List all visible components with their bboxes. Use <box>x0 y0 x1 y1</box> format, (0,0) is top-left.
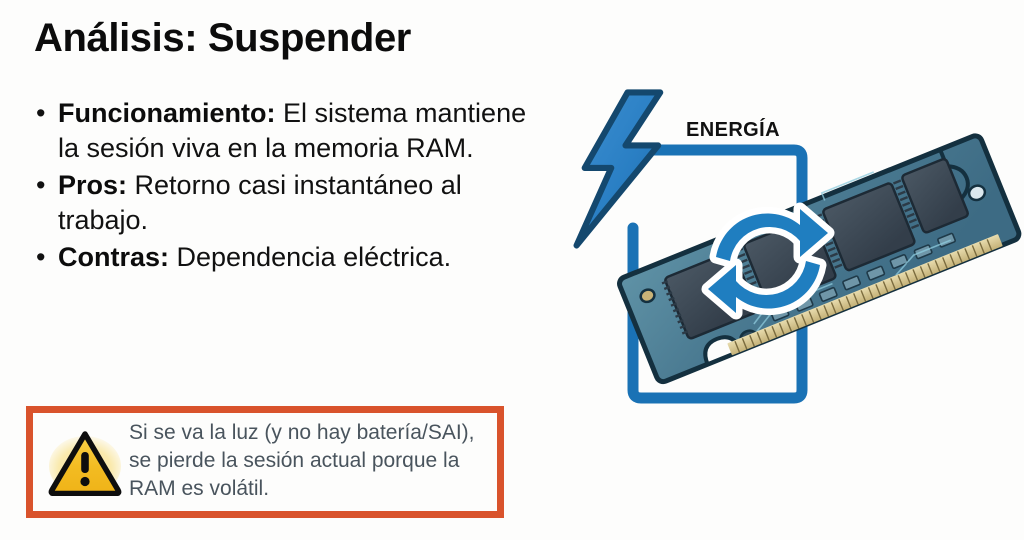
warning-triangle-icon <box>45 425 125 499</box>
power-loop-path <box>612 144 808 404</box>
list-item: • Funcionamiento: El sistema mantiene la… <box>30 96 550 166</box>
warning-text: Si se va la luz (y no hay batería/SAI), … <box>129 421 475 500</box>
bullet-label: Pros: <box>58 170 128 200</box>
ram-memory-module-icon <box>617 133 1022 385</box>
list-item: • Contras: Dependencia eléctrica. <box>30 240 550 275</box>
analysis-bullet-list: • Funcionamiento: El sistema mantiene la… <box>30 96 550 277</box>
warning-callout: Si se va la luz (y no hay batería/SAI), … <box>26 406 504 518</box>
lightning-bolt-icon <box>573 89 664 249</box>
bullet-marker-icon: • <box>36 98 46 128</box>
list-item: • Pros: Retorno casi instantáneo al trab… <box>30 168 550 238</box>
bullet-text: Retorno casi instantáneo al trabajo. <box>58 170 462 235</box>
content-column: Análisis: Suspender • Funcionamiento: El… <box>26 16 550 518</box>
bullet-text: El sistema mantiene la sesión viva en la… <box>58 98 527 163</box>
bullet-label: Funcionamiento: <box>58 98 276 128</box>
page-title: Análisis: Suspender <box>34 16 411 60</box>
circular-refresh-arrows-icon <box>701 202 835 320</box>
bullet-marker-icon: • <box>36 170 46 200</box>
bullet-label: Contras: <box>58 242 170 272</box>
energy-label: ENERGÍA <box>686 119 780 141</box>
bullet-text: Dependencia eléctrica. <box>169 242 452 272</box>
bullet-marker-icon: • <box>36 242 46 272</box>
energy-ram-diagram: ENERGÍA <box>556 60 1024 520</box>
